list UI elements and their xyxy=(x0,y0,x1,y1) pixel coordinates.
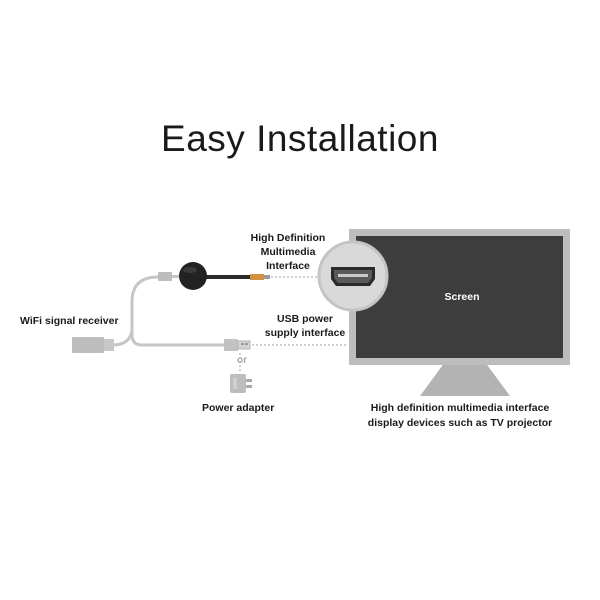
wall-power-adapter-icon xyxy=(230,374,252,393)
hdmi-label-line-1: High Definition xyxy=(250,232,326,244)
display-label-line-2: display devices such as TV projector xyxy=(367,417,553,429)
hdmi-port-icon xyxy=(331,267,375,286)
usb-power-cable xyxy=(130,275,224,347)
wifi-usb-receiver-icon xyxy=(72,337,114,353)
hdmi-label-line-2: Multimedia xyxy=(260,246,316,258)
usb-label-line-2: supply interface xyxy=(264,327,346,339)
hdmi-plug xyxy=(250,274,264,280)
display-devices-label: High definition multimedia interface dis… xyxy=(350,401,570,431)
usb-label-line-1: USB power xyxy=(276,313,333,325)
hdmi-interface-label: High Definition Multimedia Interface xyxy=(238,231,338,273)
or-label: or xyxy=(237,355,247,366)
dongle-usb-tip xyxy=(158,272,172,281)
chromecast-dongle-icon xyxy=(179,262,207,290)
power-adapter-label: Power adapter xyxy=(202,402,275,414)
usb-power-label: USB power supply interface xyxy=(250,312,360,340)
tv-stand xyxy=(420,362,510,396)
screen-label: Screen xyxy=(444,291,480,303)
hdmi-label-line-3: Interface xyxy=(266,260,310,272)
wifi-receiver-label: WiFi signal receiver xyxy=(20,315,119,327)
tv-screen xyxy=(356,236,563,358)
page-title: Easy Installation xyxy=(161,118,439,159)
display-label-line-1: High definition multimedia interface xyxy=(370,402,550,414)
usb-plug-icon xyxy=(224,339,251,351)
